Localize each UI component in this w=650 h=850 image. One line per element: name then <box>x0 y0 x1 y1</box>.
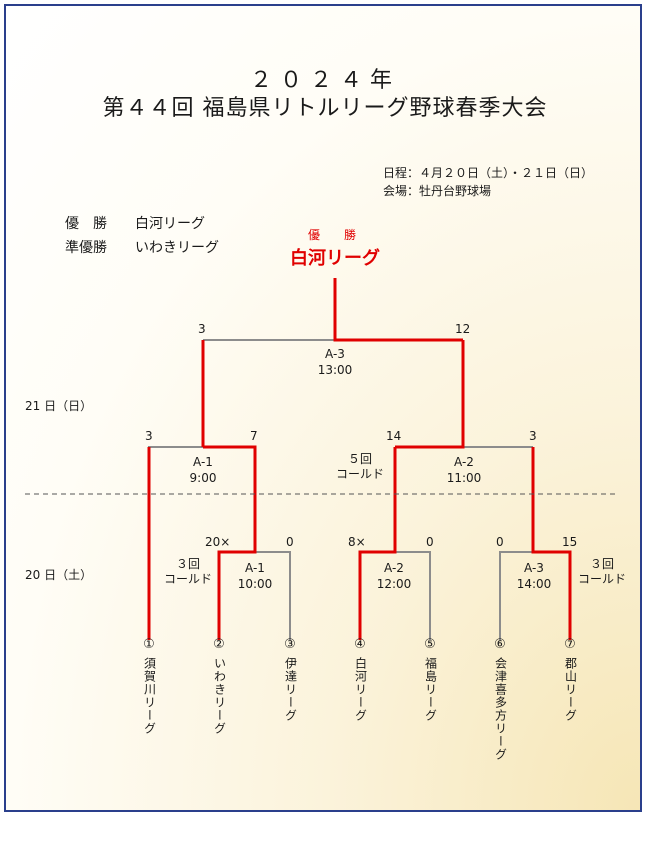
title-event: 第４４回 福島県リトルリーグ野球春季大会 <box>102 96 548 121</box>
runnerup-result-label: 準優勝 <box>65 240 107 256</box>
team-2: ② いわきリーグ <box>209 638 229 735</box>
winning-lines <box>147 278 572 640</box>
team-6-name: 会津喜多方リーグ <box>493 657 508 761</box>
semi1-time: 9:00 <box>189 471 217 485</box>
champion-box-label: 優 勝 <box>307 228 362 242</box>
r1a2-code: A-2 <box>384 561 404 575</box>
r1a2-left-score: 8× <box>348 535 366 549</box>
team-1: ① 須賀川リーグ <box>139 638 159 735</box>
r1a3-right-score: 15 <box>562 535 578 549</box>
semi2-note-called: コールド <box>335 467 384 481</box>
team-7: ⑦ 郡山リーグ <box>560 638 580 722</box>
champion-result-value: 白河リーグ <box>135 216 205 232</box>
champion-box-name: 白河リーグ <box>290 248 380 269</box>
champion-result-label: 優 勝 <box>65 216 107 232</box>
team-7-number: ⑦ <box>564 637 576 652</box>
final-code: A-3 <box>325 347 345 361</box>
r1a3-left-score: 0 <box>496 535 504 549</box>
r1a3-match-label: A-3 14:00 <box>494 560 574 592</box>
semi1-left-score: 3 <box>145 429 153 443</box>
r1a2-right-score: 0 <box>426 535 434 549</box>
final-right-drop <box>395 340 465 449</box>
team-4-name: 白河リーグ <box>353 657 368 722</box>
r1a1-left-score: 20× <box>205 535 231 549</box>
team-3: ③ 伊達リーグ <box>280 638 300 722</box>
semi2-right-score: 3 <box>529 429 537 443</box>
r1a3-code: A-3 <box>524 561 544 575</box>
day20-label: 20 日（土） <box>25 568 93 582</box>
team-5-name: 福島リーグ <box>423 657 438 722</box>
semi2-match-label: A-2 11:00 <box>424 454 504 486</box>
r1a1-match-label: A-1 10:00 <box>215 560 295 592</box>
r1a3-winner-path <box>531 447 572 640</box>
r1a3-note-innings: ３回 <box>589 557 614 571</box>
semi1-match-label: A-1 9:00 <box>163 454 243 486</box>
semi1-winner-path <box>203 445 257 640</box>
team-5-number: ⑤ <box>424 637 436 652</box>
final-time: 13:00 <box>317 363 353 377</box>
semi2-code: A-2 <box>454 455 474 469</box>
day21-label: 21 日（日） <box>25 399 93 413</box>
semi1-right-score: 7 <box>250 429 258 443</box>
semi2-note-innings: ５回 <box>347 452 372 466</box>
r1a1-note-called: コールド <box>163 572 212 586</box>
team-3-number: ③ <box>284 637 296 652</box>
team-4: ④ 白河リーグ <box>350 638 370 722</box>
final-winner-path <box>333 278 463 342</box>
semi2-left-score: 14 <box>386 429 402 443</box>
r1a1-right-path <box>255 551 291 640</box>
page-frame <box>4 4 642 812</box>
r1a2-right-path <box>395 551 431 640</box>
losing-lines <box>148 339 535 640</box>
r1a1-called-note: ３回 コールド <box>158 557 218 587</box>
r1a3-time: 14:00 <box>516 577 552 591</box>
r1a2-match-label: A-2 12:00 <box>354 560 434 592</box>
r1a2-time: 12:00 <box>376 577 412 591</box>
r1a1-time: 10:00 <box>237 577 273 591</box>
team-2-number: ② <box>213 637 225 652</box>
team-1-number: ① <box>143 637 155 652</box>
team-3-name: 伊達リーグ <box>283 657 298 722</box>
final-match-label: A-3 13:00 <box>295 346 375 378</box>
venue-text: 会場：牡丹台野球場 <box>383 184 492 198</box>
semi2-winner-path <box>358 447 397 640</box>
semi1-code: A-1 <box>193 455 213 469</box>
runnerup-result-value: いわきリーグ <box>135 240 219 256</box>
team-6-number: ⑥ <box>494 637 506 652</box>
r1a3-note-called: コールド <box>577 572 626 586</box>
r1a3-called-note: ３回 コールド <box>572 557 632 587</box>
final-right-score: 12 <box>455 322 471 336</box>
final-left-score: 3 <box>198 322 206 336</box>
schedule-text: 日程：４月２０日（土）・２１日（日） <box>383 166 594 180</box>
team-1-name: 須賀川リーグ <box>142 657 157 735</box>
semi2-time: 11:00 <box>446 471 482 485</box>
r1a3-left-path <box>499 551 535 640</box>
team-4-number: ④ <box>354 637 366 652</box>
team-2-name: いわきリーグ <box>212 657 227 735</box>
team-5: ⑤ 福島リーグ <box>420 638 440 722</box>
r1a1-right-score: 0 <box>286 535 294 549</box>
team-6: ⑥ 会津喜多方リーグ <box>490 638 510 761</box>
r1a1-note-innings: ３回 <box>175 557 200 571</box>
team-7-name: 郡山リーグ <box>563 657 578 722</box>
r1a1-code: A-1 <box>245 561 265 575</box>
title-year: ２０２４年 <box>249 68 400 93</box>
semi2-called-note: ５回 コールド <box>330 452 390 482</box>
